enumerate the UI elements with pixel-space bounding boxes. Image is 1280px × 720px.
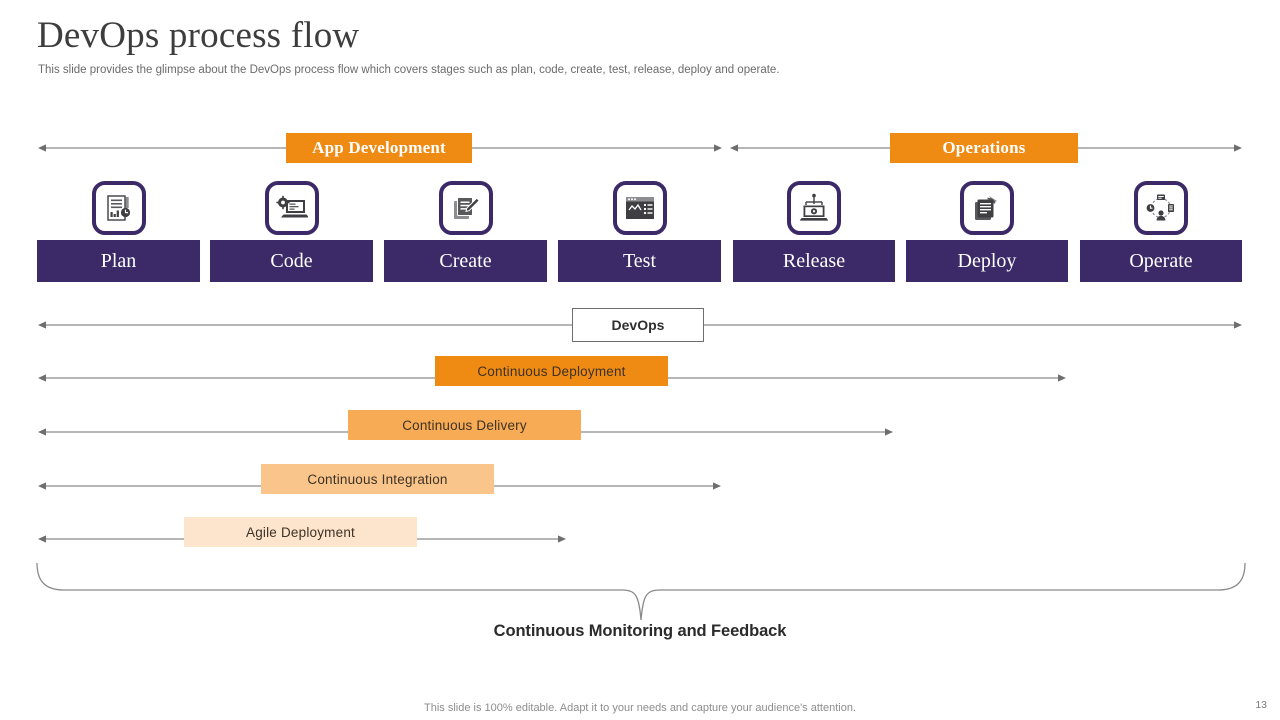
practice-chip-continuous-delivery[interactable]: Continuous Delivery xyxy=(348,410,581,440)
laptop-deploy-icon xyxy=(787,181,841,235)
stage-bar-label: Operate xyxy=(1129,249,1193,272)
stage-bar-label: Test xyxy=(622,249,657,272)
stage-bar-label: Plan xyxy=(100,249,137,272)
page-title: DevOps process flow xyxy=(37,15,360,56)
devops-chip[interactable]: DevOps xyxy=(572,308,704,342)
practice-chip-agile-deployment[interactable]: Agile Deployment xyxy=(184,517,417,547)
phase-chip-label: App Development xyxy=(312,138,446,157)
network-cycle-icon xyxy=(1134,181,1188,235)
phase-chip-app-development[interactable]: App Development xyxy=(286,133,472,163)
phase-chip-operations[interactable]: Operations xyxy=(890,133,1078,163)
monitoring-brace xyxy=(36,560,1246,622)
stage-bar-test[interactable]: Test xyxy=(558,240,721,282)
stage-bar-operate[interactable]: Operate xyxy=(1080,240,1242,282)
phase-chip-label: Operations xyxy=(942,138,1026,157)
browser-checklist-icon xyxy=(613,181,667,235)
practice-chip-continuous-deployment[interactable]: Continuous Deployment xyxy=(435,356,668,386)
practice-arrow-1 xyxy=(0,425,1280,439)
stage-bar-create[interactable]: Create xyxy=(384,240,547,282)
stage-bar-plan[interactable]: Plan xyxy=(37,240,200,282)
stage-bar-deploy[interactable]: Deploy xyxy=(906,240,1068,282)
page-pencil-icon xyxy=(439,181,493,235)
practice-chip-label: Continuous Delivery xyxy=(402,417,527,433)
stage-bar-code[interactable]: Code xyxy=(210,240,373,282)
stage-bar-label: Create xyxy=(439,249,492,272)
phase-arrow-1 xyxy=(0,141,1280,155)
devops-chip-label: DevOps xyxy=(611,317,665,333)
practice-chip-label: Continuous Deployment xyxy=(477,363,626,379)
practice-chip-label: Continuous Integration xyxy=(307,471,448,487)
practice-chip-continuous-integration[interactable]: Continuous Integration xyxy=(261,464,494,494)
monitoring-caption: Continuous Monitoring and Feedback xyxy=(493,622,787,640)
practice-arrow-2 xyxy=(0,479,1280,493)
stacked-docs-icon xyxy=(960,181,1014,235)
page-subtitle: This slide provides the glimpse about th… xyxy=(38,64,780,76)
document-chart-icon xyxy=(92,181,146,235)
practice-chip-label: Agile Deployment xyxy=(245,524,355,540)
stage-bar-release[interactable]: Release xyxy=(733,240,895,282)
stage-bar-label: Deploy xyxy=(957,249,1017,272)
footer-note: This slide is 100% editable. Adapt it to… xyxy=(424,702,856,714)
stage-bar-label: Code xyxy=(270,249,313,272)
stage-bar-label: Release xyxy=(782,249,846,272)
laptop-gear-icon xyxy=(265,181,319,235)
page-number: 13 xyxy=(1255,699,1267,711)
